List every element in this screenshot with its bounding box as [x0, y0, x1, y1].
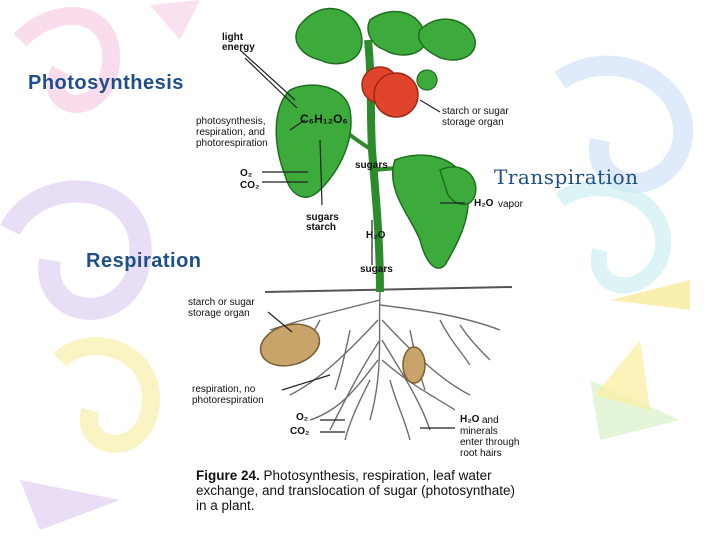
potato-large — [259, 323, 321, 367]
title-photosynthesis: Photosynthesis — [28, 72, 184, 94]
label-h2o-roots-chem: H₂O — [460, 414, 480, 425]
label-sugars-stem: sugars — [355, 160, 388, 171]
label-enter-through: enter through — [460, 437, 520, 448]
streak-pink — [150, 0, 200, 40]
caption-text: Photosynthesis, respiration, leaf water … — [196, 468, 515, 513]
label-vapor: vapor — [498, 199, 524, 210]
label-sugars-bottom: sugars — [360, 264, 393, 275]
swirl-cyan — [555, 180, 671, 294]
tomato-green — [416, 69, 438, 91]
swirl-yellow-left — [53, 337, 160, 453]
label-storage-organ-bottom: storage organ — [188, 308, 250, 319]
label-co2-bottom: CO₂ — [290, 426, 310, 437]
swirl-blue — [554, 55, 694, 193]
label-storage-organ-top: storage organ — [442, 117, 504, 128]
swirl-pink — [13, 7, 121, 113]
label-minerals: minerals — [460, 426, 498, 437]
streak-yellow — [610, 280, 690, 310]
label-co2-top: CO₂ — [240, 180, 260, 191]
streak-lilac — [20, 480, 120, 530]
leaves — [275, 8, 477, 269]
label-starch-sugar-bottom: starch or sugar — [188, 297, 255, 308]
title-transpiration: Transpiration — [494, 165, 639, 189]
label-o2-bottom: O₂ — [296, 412, 309, 423]
label-glucose: C₆H₁₂O₆ — [300, 112, 348, 126]
label-root-hairs: root hairs — [460, 448, 502, 459]
label-starch: starch — [306, 222, 337, 233]
streak-yellow-2 — [595, 340, 650, 410]
label-photorespiration-bottom: photorespiration — [192, 395, 264, 406]
arrows — [239, 49, 465, 433]
ground-line — [264, 286, 513, 293]
caption-figure-number: Figure 24. — [196, 468, 260, 483]
figure-caption: Figure 24. Photosynthesis, respiration, … — [196, 468, 526, 513]
potato-small — [402, 346, 426, 384]
label-starch-sugar-top: starch or sugar — [442, 106, 509, 117]
label-o2-top: O₂ — [240, 168, 253, 179]
label-sugars-left: sugars — [306, 212, 339, 223]
label-light: light — [222, 32, 244, 43]
label-energy: energy — [222, 42, 255, 53]
swirl-purple — [0, 180, 152, 320]
label-h2o-stem: H₂O — [366, 230, 386, 241]
label-h2o-and: and — [482, 415, 499, 426]
label-respiration-no: respiration, no — [192, 384, 256, 395]
label-photosynthesis: photosynthesis, — [196, 116, 266, 127]
title-respiration: Respiration — [86, 250, 202, 272]
label-respiration-and: respiration, and — [196, 127, 265, 138]
label-photorespiration: photorespiration — [196, 138, 268, 149]
tomato-front — [373, 72, 419, 118]
label-h2o-vapor-chem: H₂O — [474, 198, 494, 209]
